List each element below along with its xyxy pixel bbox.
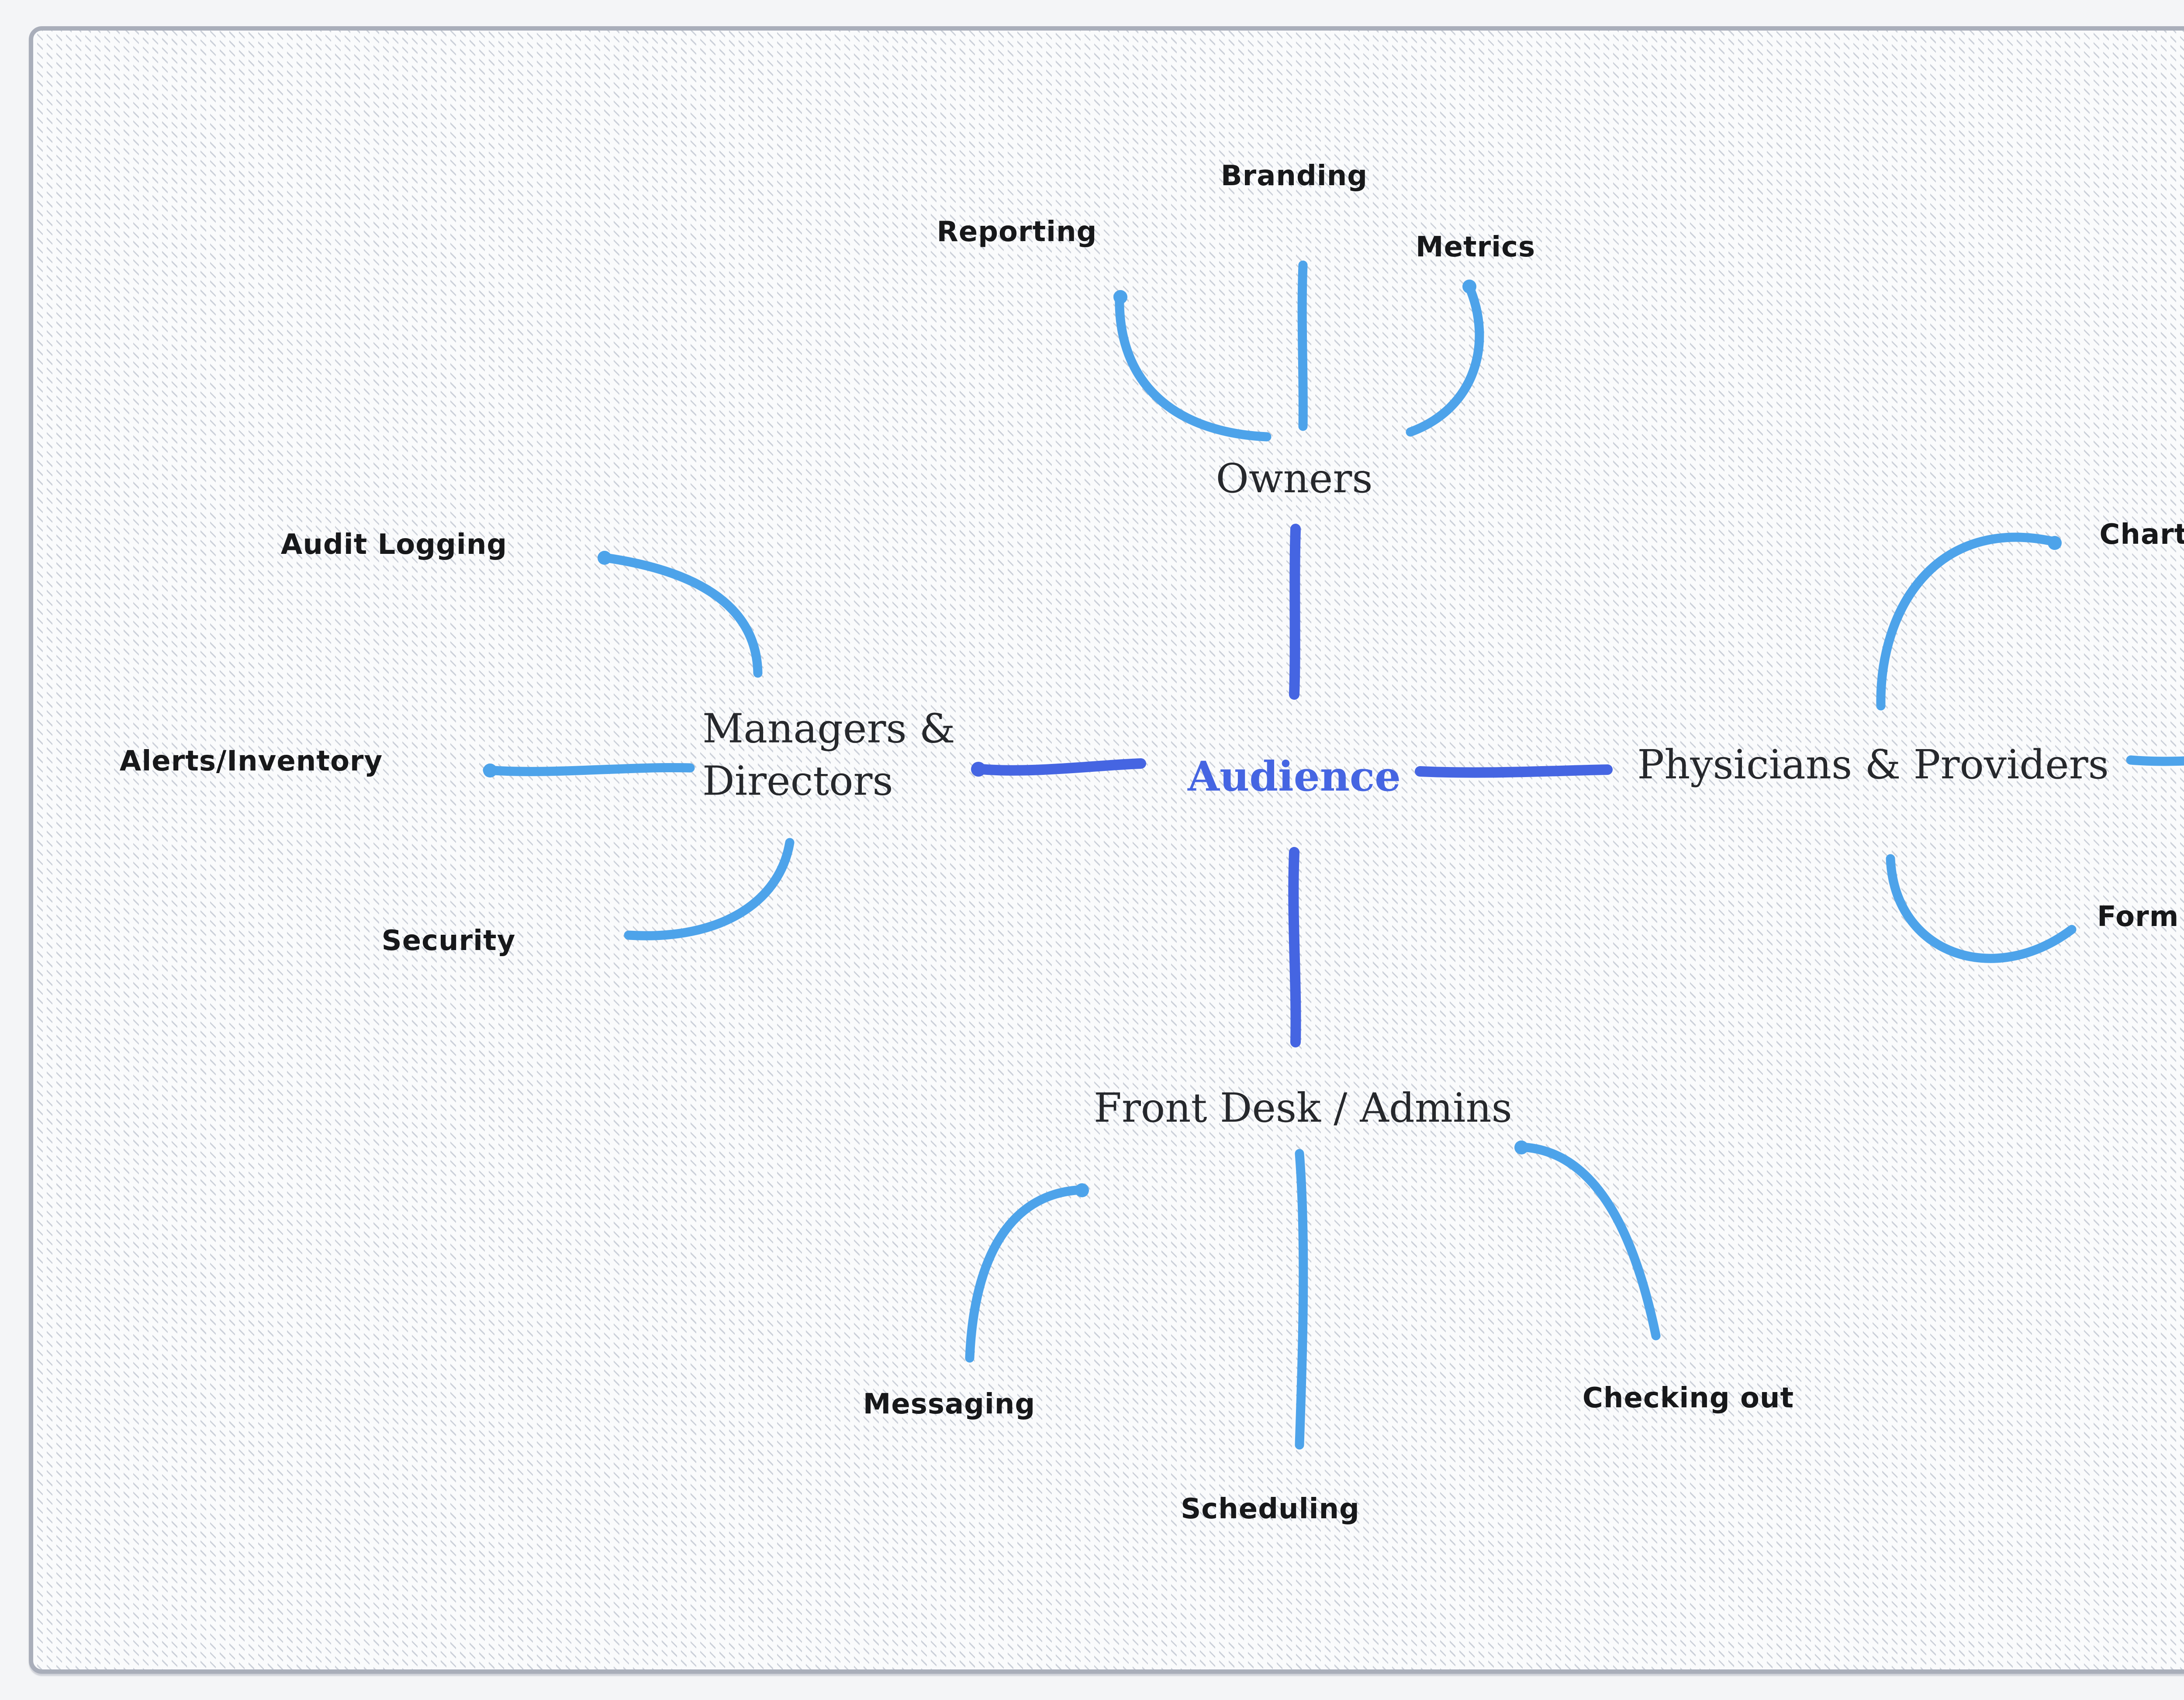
connector-audience-managers: [972, 758, 1146, 776]
ink-blob: [1462, 280, 1476, 294]
ink-blob: [2048, 536, 2062, 550]
node-physicians-providers: Physicians & Providers: [1637, 741, 2109, 788]
ink-blob: [1514, 1140, 1528, 1154]
connector-managers-alerts: [483, 763, 695, 776]
ink-blob: [598, 551, 612, 565]
leaf-metrics: Metrics: [1415, 231, 1536, 263]
leaf-alerts-inventory: Alerts/Inventory: [119, 745, 383, 777]
leaf-scheduling: Scheduling: [1181, 1493, 1360, 1525]
connector-owners-branding: [1297, 260, 1308, 431]
leaf-reporting: Reporting: [936, 216, 1097, 248]
ink-blob: [971, 762, 986, 777]
connector-managers-audit: [598, 553, 763, 678]
leaf-audit-logging: Audit Logging: [280, 529, 508, 561]
leaf-branding: Branding: [1220, 160, 1368, 192]
ink-blob: [1075, 1183, 1089, 1197]
node-front-desk-admins: Front Desk / Admins: [1094, 1085, 1512, 1132]
node-audience: Audience: [1188, 753, 1401, 801]
node-managers-directors: Managers & Directors: [702, 705, 955, 804]
leaf-charting: Charting: [2099, 518, 2184, 551]
leaf-form-customization: Form Customization: [2097, 901, 2179, 933]
connector-audience-physicians: [1415, 764, 1613, 778]
connector-audience-owners: [1289, 524, 1301, 700]
canvas-frame: [29, 26, 2184, 1674]
connector-physicians-charting: [1876, 532, 2061, 711]
ink-blob: [1113, 290, 1127, 304]
connector-physicians-formcustom: [1886, 854, 2077, 963]
leaf-security: Security: [381, 925, 516, 957]
connector-audience-frontdesk: [1288, 847, 1301, 1047]
connector-frontdesk-messaging: [965, 1185, 1089, 1363]
leaf-checking-out: Checking out: [1582, 1382, 1794, 1414]
connector-owners-reporting: [1115, 291, 1272, 442]
connector-owners-metrics: [1406, 280, 1484, 437]
ink-blob: [483, 764, 497, 777]
connector-frontdesk-scheduling: [1295, 1149, 1308, 1450]
node-owners: Owners: [1216, 455, 1373, 502]
connector-physicians-patientdoc: [2126, 755, 2184, 766]
connector-frontdesk-checkout: [1515, 1142, 1661, 1341]
connector-managers-security: [624, 838, 795, 940]
leaf-messaging: Messaging: [863, 1388, 1036, 1420]
